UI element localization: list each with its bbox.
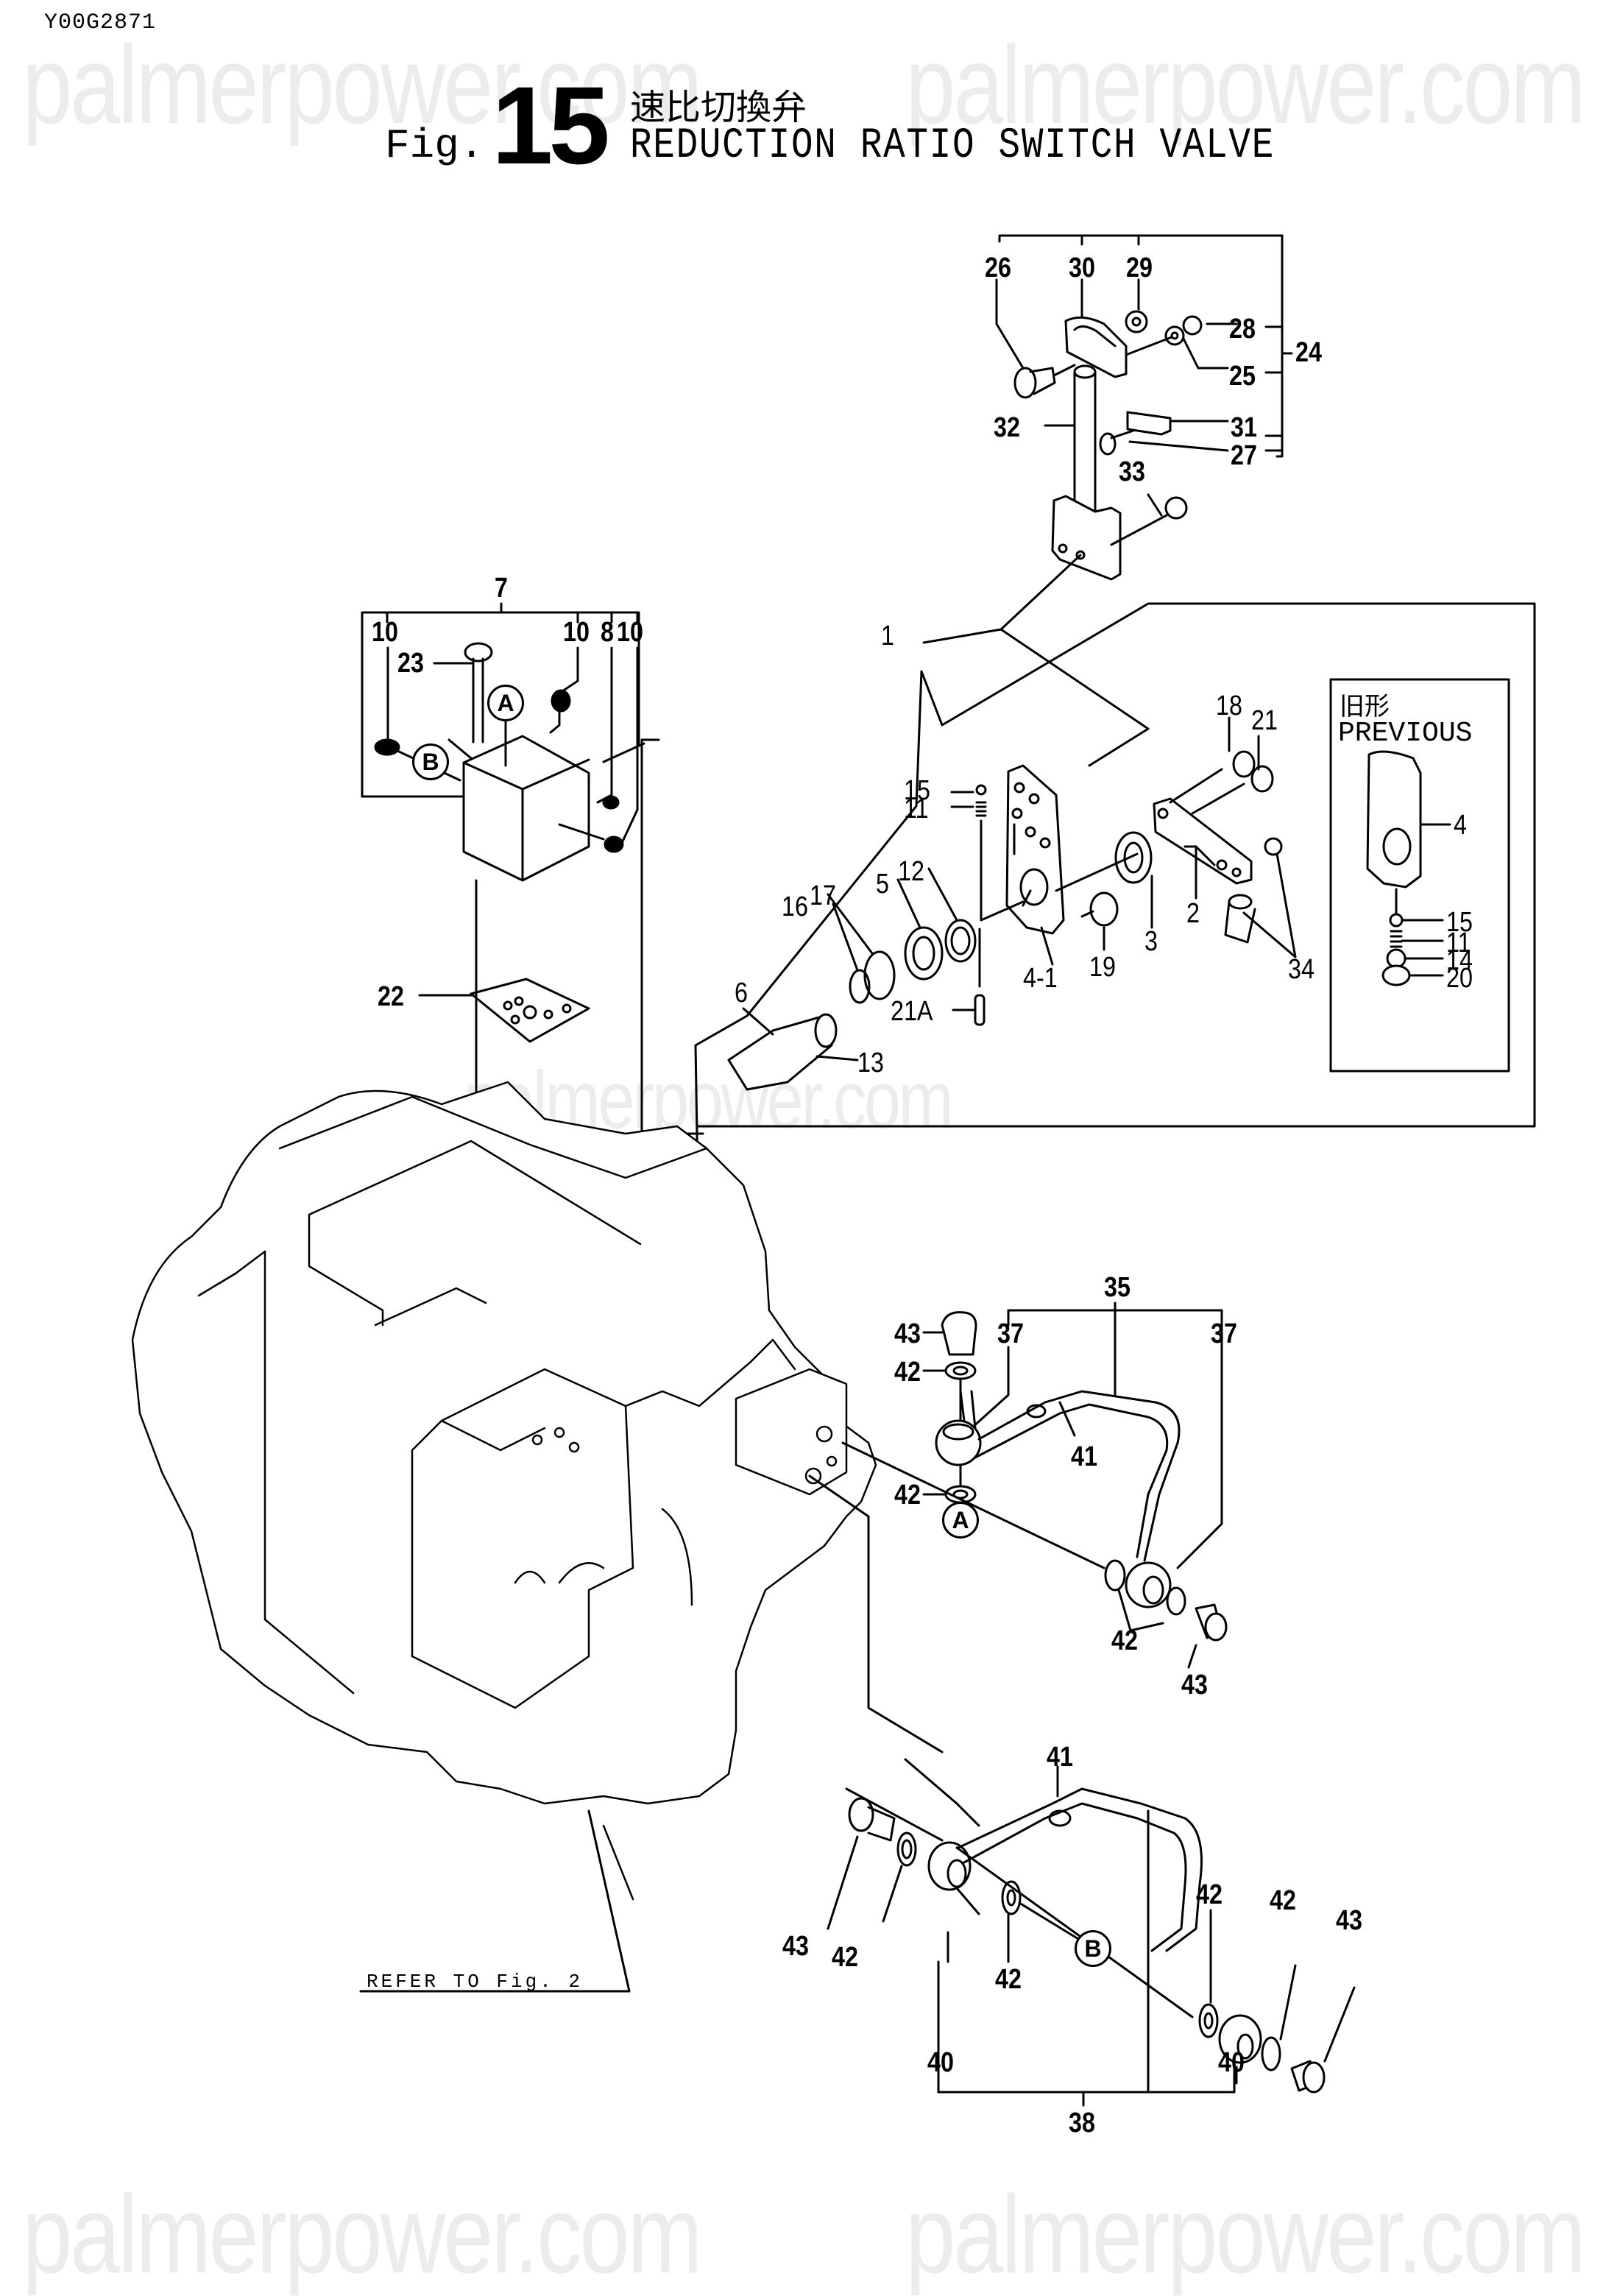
callout-37-right: 37 xyxy=(1211,1318,1237,1349)
callout-33: 33 xyxy=(1119,456,1145,487)
document-id: Y00G2871 xyxy=(44,10,157,35)
callout-1: 1 xyxy=(881,621,894,651)
callout-42-lower-mid: 42 xyxy=(995,1964,1022,1995)
figure-prefix: Fig. xyxy=(385,122,484,169)
callout-11: 11 xyxy=(904,794,929,824)
callout-42-upper-right: 42 xyxy=(1111,1625,1138,1656)
watermark-bottom-right: palmerpower.com xyxy=(905,2172,1586,2296)
callout-26: 26 xyxy=(985,252,1011,283)
callout-42-top: 42 xyxy=(894,1357,921,1388)
callout-38: 38 xyxy=(1069,2108,1095,2138)
port-marker-b-hose: B xyxy=(1075,1930,1111,1967)
callout-18: 18 xyxy=(1216,690,1242,721)
callout-31: 31 xyxy=(1231,412,1257,443)
callout-35: 35 xyxy=(1104,1272,1131,1303)
callout-43-upper-right: 43 xyxy=(1181,1670,1208,1700)
port-marker-a-hose: A xyxy=(942,1502,979,1539)
callout-7: 7 xyxy=(495,573,508,604)
callout-41-lower: 41 xyxy=(1047,1742,1073,1773)
callout-34: 34 xyxy=(1288,954,1315,985)
callout-29: 29 xyxy=(1126,252,1153,283)
callout-2: 2 xyxy=(1186,898,1200,929)
callout-24: 24 xyxy=(1295,337,1322,368)
hose-assembly-38 xyxy=(827,1758,1356,2107)
callout-27: 27 xyxy=(1231,440,1257,471)
callout-4-1: 4-1 xyxy=(1023,963,1058,994)
callout-25: 25 xyxy=(1229,361,1256,392)
engine-outline xyxy=(131,1081,877,1901)
callout-32: 32 xyxy=(994,412,1020,443)
callout-10-mid: 10 xyxy=(563,617,590,648)
callout-43-lower-left: 43 xyxy=(782,1931,809,1962)
callout-previous-15: 15 xyxy=(1446,907,1473,938)
watermark-top-left: palmerpower.com xyxy=(22,23,703,146)
callout-40-right: 40 xyxy=(1218,2047,1245,2078)
callout-21: 21 xyxy=(1251,705,1278,736)
callout-previous-4: 4 xyxy=(1454,810,1467,841)
callout-16: 16 xyxy=(782,891,808,922)
callout-42-mid: 42 xyxy=(894,1480,921,1511)
callout-13: 13 xyxy=(857,1048,884,1078)
figure-title: REDUCTION RATIO SWITCH VALVE xyxy=(630,122,1275,170)
refer-leader-line xyxy=(359,1809,631,1993)
callout-6: 6 xyxy=(735,978,748,1009)
inset-box-1 xyxy=(694,602,1536,1282)
callout-17: 17 xyxy=(810,880,836,911)
bracket-assembly-24 xyxy=(995,234,1293,631)
callout-22: 22 xyxy=(378,981,404,1012)
callout-12: 12 xyxy=(898,856,924,887)
callout-42-lower-right-a: 42 xyxy=(1196,1879,1223,1910)
previous-label-japanese: 旧形 xyxy=(1340,692,1390,721)
watermark-top-right: palmerpower.com xyxy=(905,23,1586,146)
reference-note: REFER TO Fig. 2 xyxy=(367,1971,584,1993)
port-marker-a-valve: A xyxy=(487,685,524,721)
callout-41-upper: 41 xyxy=(1071,1441,1097,1472)
callout-43-lower-right: 43 xyxy=(1336,1905,1362,1936)
callout-previous-11: 11 xyxy=(1446,928,1471,958)
watermark-bottom-left: palmerpower.com xyxy=(22,2172,703,2296)
callout-42-lower-left: 42 xyxy=(832,1942,858,1973)
callout-37-left: 37 xyxy=(997,1318,1024,1349)
callout-28: 28 xyxy=(1229,314,1256,345)
callout-43-top: 43 xyxy=(894,1318,921,1349)
callout-23: 23 xyxy=(397,648,424,679)
callout-5: 5 xyxy=(876,869,889,900)
callout-10-right: 10 xyxy=(617,617,643,648)
callout-previous-14: 14 xyxy=(1446,945,1473,976)
callout-previous-20: 20 xyxy=(1446,963,1473,994)
callout-42-lower-right-b: 42 xyxy=(1270,1885,1296,1916)
valve-block-7 xyxy=(361,602,704,1411)
callout-10-left: 10 xyxy=(372,617,398,648)
figure-title-japanese: 速比切換弁 xyxy=(630,87,807,128)
callout-15: 15 xyxy=(904,775,930,806)
callout-3: 3 xyxy=(1144,926,1158,957)
callout-8: 8 xyxy=(601,617,614,648)
callout-40-left: 40 xyxy=(927,2047,954,2078)
figure-number: 15 xyxy=(492,63,610,187)
callout-30: 30 xyxy=(1069,252,1095,283)
callout-19: 19 xyxy=(1089,952,1116,983)
port-marker-b-valve: B xyxy=(412,743,449,780)
callout-21a: 21A xyxy=(891,996,933,1027)
previous-label: PREVIOUS xyxy=(1338,718,1473,749)
hose-assembly-35 xyxy=(808,1301,1228,1753)
